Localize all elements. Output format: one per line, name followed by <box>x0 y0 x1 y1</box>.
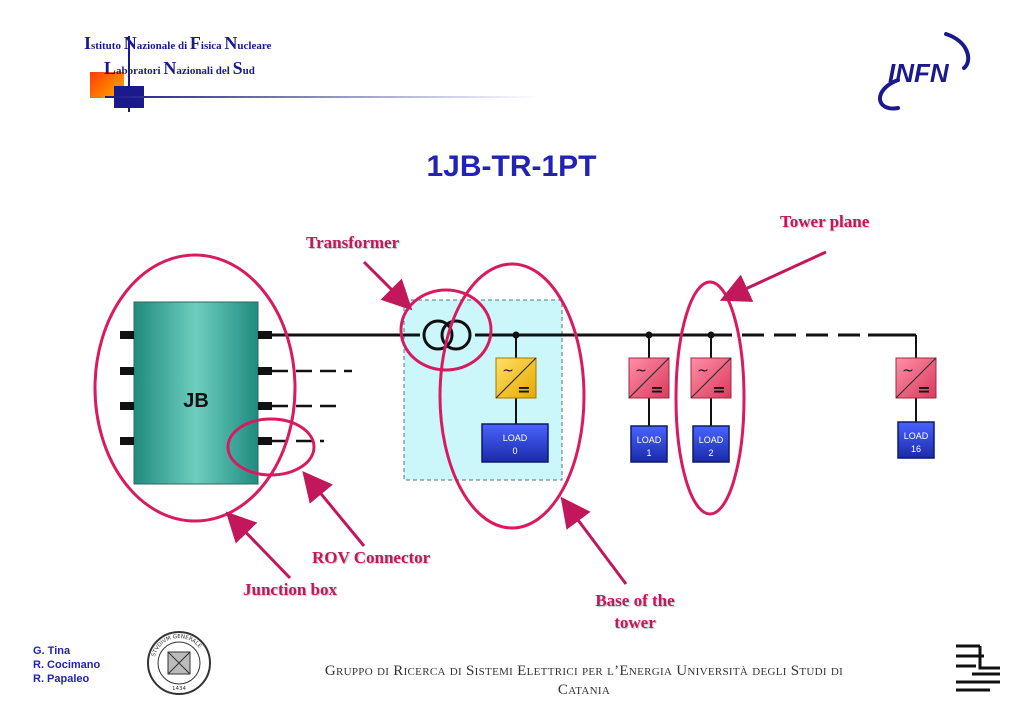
transformer-symbol <box>422 319 472 351</box>
callout-transformer: Transformer <box>306 233 400 252</box>
callout-base-line1: Base of the <box>595 591 675 610</box>
author-list: G. Tina R. Cocimano R. Papaleo <box>33 644 100 686</box>
load-box: LOAD 0 <box>481 423 549 463</box>
author-name: G. Tina <box>33 645 71 657</box>
load-number: 16 <box>911 444 921 454</box>
research-group-line1: Gruppo di Ricerca di Sistemi Elettrici p… <box>324 663 844 679</box>
junction-box-arrow <box>225 511 292 580</box>
jb-right-connector <box>258 367 272 375</box>
transformer-arrow <box>362 260 413 311</box>
research-group-caption: Gruppo di Ricerca di Sistemi Elettrici p… <box>226 662 942 700</box>
load-box: LOAD 1 <box>630 425 668 463</box>
infn-logo: INFN <box>868 28 978 118</box>
converter-dc-label: = <box>517 380 530 399</box>
jb-right-connector <box>258 331 272 339</box>
infn-logo-swoosh <box>878 32 971 111</box>
tower-plane-arrow <box>719 250 827 302</box>
jb-label: JB <box>183 390 209 412</box>
rov-connector-highlight <box>226 417 316 477</box>
institute-name-line1: Istituto Nazionale di Fisica Nucleare <box>84 33 272 53</box>
converter-ac-label: ~ <box>697 363 709 379</box>
converter-dc-label: = <box>650 380 663 399</box>
converter-icon: ~ = <box>495 357 537 399</box>
dies-logo <box>956 644 1000 692</box>
jb-right-connector <box>258 402 272 410</box>
load-box: LOAD 16 <box>897 421 935 459</box>
load-number: 1 <box>646 448 651 458</box>
jb-left-connector <box>120 367 134 375</box>
converter-icon: ~ = <box>895 357 937 399</box>
load-number: 2 <box>708 448 713 458</box>
jb-left-connector <box>120 402 134 410</box>
author-name: R. Cocimano <box>33 659 101 671</box>
converter-ac-label: ~ <box>902 363 914 379</box>
converter-icon: ~ = <box>690 357 732 399</box>
transformer-highlight <box>399 288 493 372</box>
junction-box <box>133 301 259 485</box>
university-seal: STVDIVM GENERALE 1434 <box>147 631 211 695</box>
converter-dc-label: = <box>917 380 930 399</box>
converter-icon: ~ = <box>628 357 670 399</box>
institute-name-line2: Laboratori Nazionali del Sud <box>104 58 255 78</box>
tower-plane-highlight <box>674 280 746 516</box>
jb-left-connector <box>120 331 134 339</box>
load-box: LOAD 2 <box>692 425 730 463</box>
callout-base-line2: tower <box>614 613 656 632</box>
load-label: LOAD <box>904 431 929 441</box>
converter-dc-label: = <box>712 380 725 399</box>
infn-logo-text: INFN <box>888 58 949 88</box>
rov-connector-arrow <box>302 471 366 547</box>
junction-box-highlight <box>93 253 297 523</box>
load-number: 0 <box>512 446 517 456</box>
callout-rov-connector: ROV Connector <box>312 548 431 567</box>
callout-junction-box: Junction box <box>243 580 337 599</box>
slide-title: 1JB-TR-1PT <box>426 150 597 183</box>
converter-ac-label: ~ <box>502 363 514 379</box>
jb-left-connector <box>120 437 134 445</box>
logo-vertical-bar <box>128 36 130 112</box>
rov-connector <box>258 437 272 445</box>
tower-base-highlight <box>438 262 586 530</box>
load-label: LOAD <box>503 433 528 443</box>
callout-tower-plane: Tower plane <box>780 212 870 231</box>
tower-base-arrow <box>560 496 628 585</box>
header-rule <box>105 96 540 98</box>
callout-base-of-tower: Base of the tower <box>570 590 700 634</box>
converter-ac-label: ~ <box>635 363 647 379</box>
research-group-line2: Catania <box>557 682 611 698</box>
load-label: LOAD <box>637 435 662 445</box>
seal-year: 1434 <box>172 686 186 692</box>
load-label: LOAD <box>699 435 724 445</box>
author-name: R. Papaleo <box>33 673 90 685</box>
